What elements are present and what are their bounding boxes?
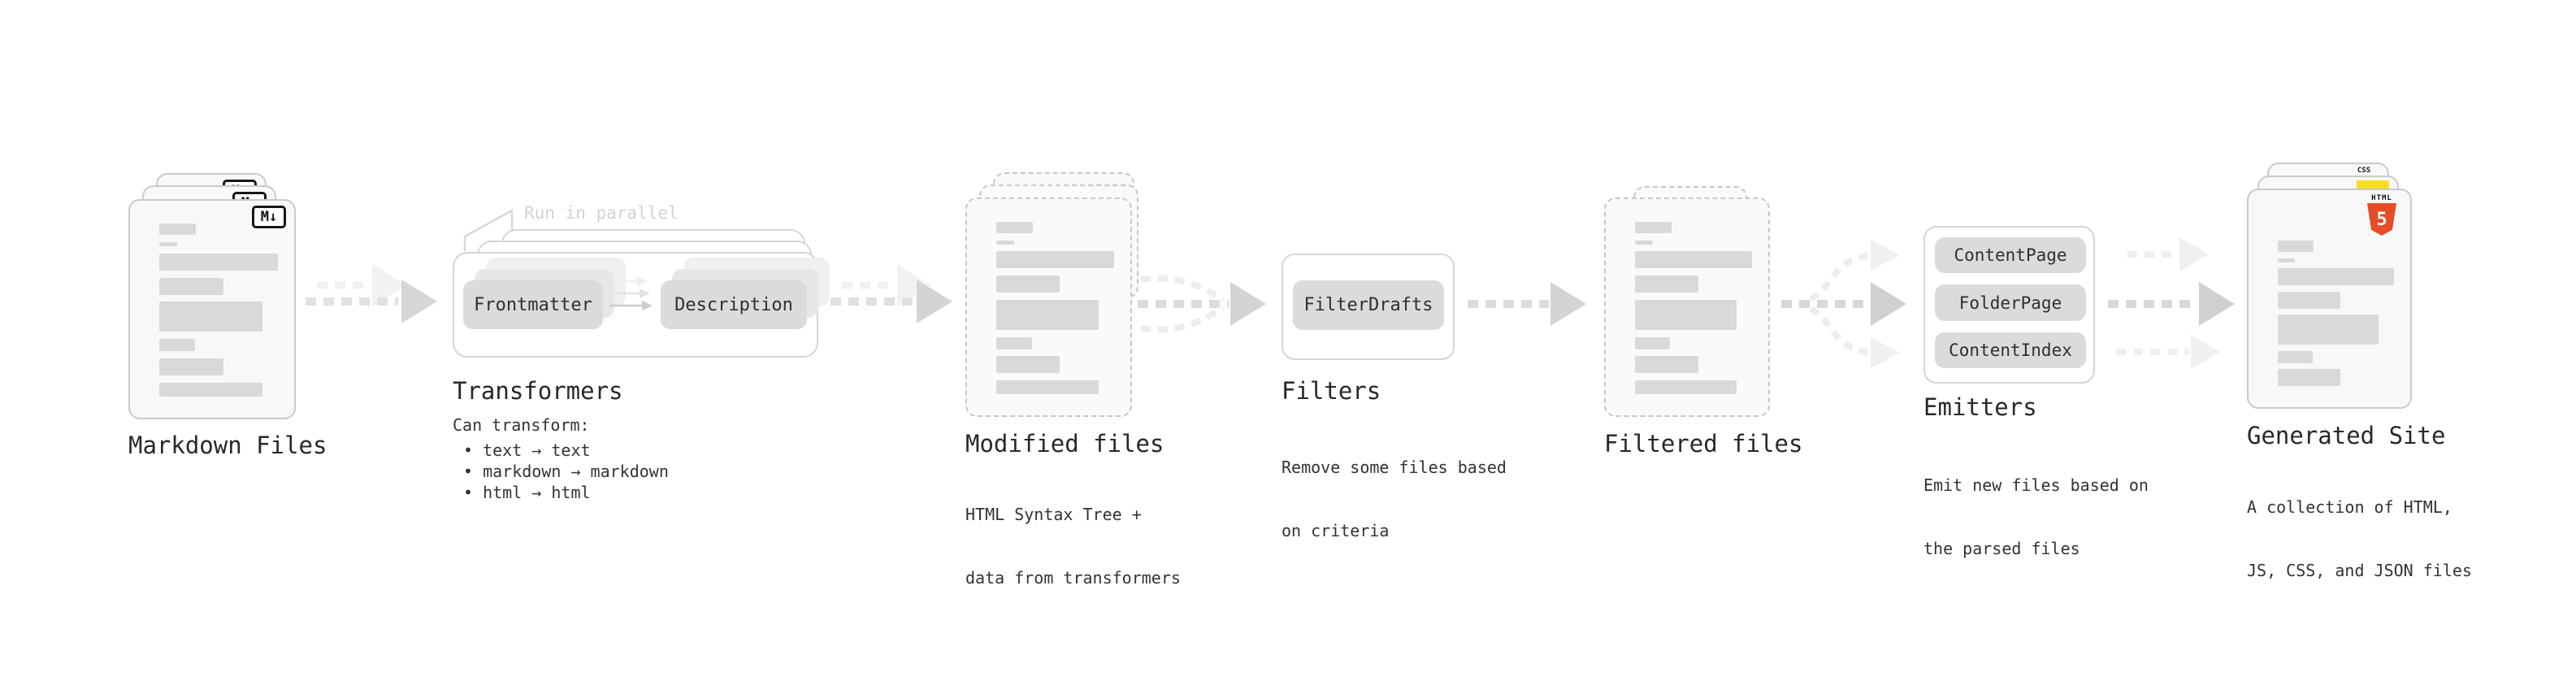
filters-label: Filters bbox=[1281, 377, 1381, 405]
html5-icon-text: HTML bbox=[2371, 194, 2392, 202]
arrow-filtered-to-emitters bbox=[1781, 240, 1906, 368]
arrow-filters-to-filtered bbox=[1468, 282, 1586, 326]
skeleton-bar bbox=[1635, 222, 1672, 233]
caption-line: the parsed files bbox=[1923, 539, 2080, 558]
filtered-files-label: Filtered files bbox=[1604, 430, 1803, 458]
caption-line: JS, CSS, and JSON files bbox=[2247, 561, 2472, 580]
transformers-caption: Can transform: bbox=[453, 415, 590, 435]
html5-icon-number: 5 bbox=[2376, 209, 2387, 230]
filtered-file-card-front bbox=[1604, 197, 1770, 417]
skeleton-bar bbox=[2278, 258, 2296, 262]
arrow-emitters-to-generated bbox=[2108, 237, 2235, 369]
modified-file-card-front bbox=[965, 197, 1132, 417]
skeleton-bar bbox=[996, 251, 1114, 269]
skeleton-bar bbox=[1635, 336, 1671, 349]
emitters-caption: Emit new files based on the parsed files bbox=[1923, 432, 2149, 580]
markdown-icon: M↓ bbox=[252, 206, 286, 228]
caption-line: data from transformers bbox=[965, 568, 1181, 588]
skeleton-bar bbox=[1635, 275, 1698, 293]
run-in-parallel-note: Run in parallel bbox=[524, 203, 679, 223]
skeleton-bar bbox=[996, 275, 1060, 293]
modified-files-label: Modified files bbox=[965, 430, 1164, 458]
bullet-item: • html → html bbox=[463, 483, 591, 502]
skeleton-bar bbox=[2278, 369, 2341, 386]
emitter-chip-contentpage: ContentPage bbox=[1935, 237, 2086, 273]
skeleton-bar bbox=[996, 222, 1033, 233]
caption-line: Remove some files based bbox=[1281, 458, 1507, 477]
skeleton-bar bbox=[159, 301, 263, 332]
skeleton-bar bbox=[2278, 241, 2314, 252]
arrow-transformers-to-modified bbox=[830, 264, 952, 323]
emitter-chip-contentindex: ContentIndex bbox=[1935, 332, 2086, 368]
skeleton-bar bbox=[1635, 356, 1698, 374]
document-skeleton bbox=[159, 223, 278, 397]
generated-site-card-front: HTML 5 bbox=[2247, 189, 2412, 409]
transformers-bullet-list: • text → text • markdown → markdown • ht… bbox=[453, 440, 669, 503]
skeleton-bar bbox=[2278, 291, 2341, 309]
modified-files-caption: HTML Syntax Tree + data from transformer… bbox=[965, 462, 1181, 609]
skeleton-bar bbox=[1635, 380, 1737, 394]
transformer-chip-description: Description bbox=[661, 280, 807, 329]
skeleton-bar bbox=[1635, 299, 1737, 330]
caption-line: A collection of HTML, bbox=[2247, 497, 2452, 517]
arrow-modified-to-filters bbox=[1138, 275, 1266, 333]
html5-icon: HTML 5 bbox=[2364, 194, 2400, 236]
skeleton-bar bbox=[159, 339, 195, 352]
markdown-file-card-front: M↓ bbox=[128, 199, 296, 419]
generated-site-caption: A collection of HTML, JS, CSS, and JSON … bbox=[2247, 454, 2472, 602]
skeleton-bar bbox=[2278, 314, 2379, 345]
skeleton-bar bbox=[1635, 240, 1653, 245]
skeleton-bar bbox=[159, 382, 263, 397]
bullet-item: • text → text bbox=[463, 440, 591, 460]
markdown-files-label: Markdown Files bbox=[128, 432, 327, 459]
css-icon-text: CSS bbox=[2357, 167, 2371, 175]
caption-line: on criteria bbox=[1281, 521, 1390, 540]
filter-chip-filterdrafts: FilterDrafts bbox=[1293, 280, 1444, 330]
emitter-chip-folderpage: FolderPage bbox=[1935, 284, 2086, 321]
skeleton-bar bbox=[996, 380, 1099, 394]
filters-caption: Remove some files based on criteria bbox=[1281, 414, 1507, 562]
skeleton-bar bbox=[996, 240, 1014, 245]
bullet-item: • markdown → markdown bbox=[463, 462, 669, 481]
arrow-markdown-to-transformers bbox=[306, 264, 437, 323]
caption-line: HTML Syntax Tree + bbox=[965, 505, 1142, 524]
skeleton-bar bbox=[159, 358, 223, 376]
transformer-chip-frontmatter: Frontmatter bbox=[463, 280, 603, 329]
skeleton-bar bbox=[996, 356, 1060, 374]
skeleton-bar bbox=[159, 223, 197, 235]
document-skeleton bbox=[2278, 241, 2394, 386]
emitters-label: Emitters bbox=[1923, 393, 2037, 421]
document-skeleton bbox=[996, 222, 1114, 394]
skeleton-bar bbox=[159, 277, 223, 295]
caption-line: Emit new files based on bbox=[1923, 475, 2149, 495]
skeleton-bar bbox=[2278, 350, 2313, 363]
skeleton-bar bbox=[996, 299, 1099, 330]
skeleton-bar bbox=[159, 253, 278, 271]
document-skeleton bbox=[1635, 222, 1752, 394]
skeleton-bar bbox=[996, 336, 1032, 349]
html5-icon-shield: 5 bbox=[2367, 203, 2396, 236]
skeleton-bar bbox=[1635, 251, 1752, 269]
skeleton-bar bbox=[2278, 268, 2394, 285]
transformers-label: Transformers bbox=[453, 377, 623, 405]
generated-site-label: Generated Site bbox=[2247, 422, 2446, 449]
skeleton-bar bbox=[159, 241, 177, 246]
